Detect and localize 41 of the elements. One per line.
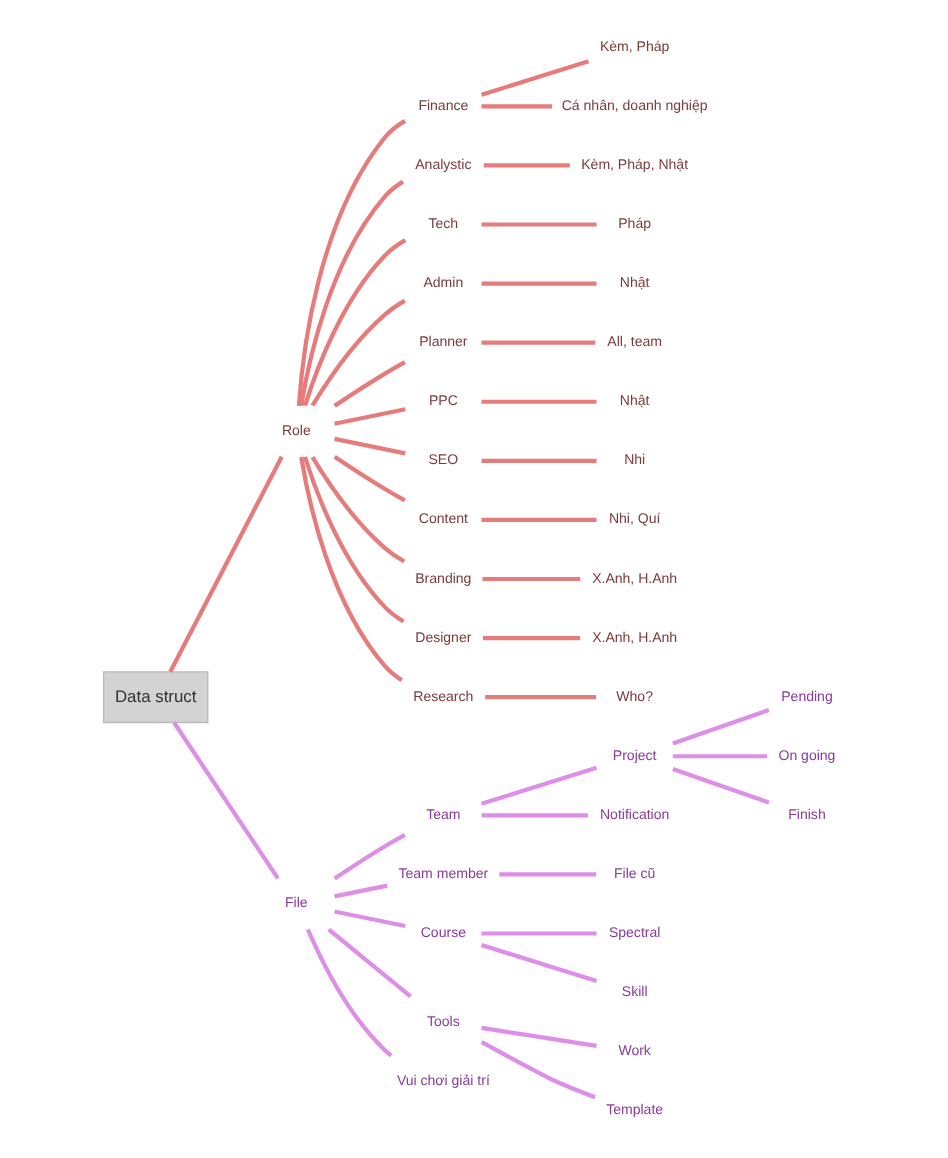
connector xyxy=(167,455,283,673)
node-box: Data struct xyxy=(101,671,208,724)
connector xyxy=(298,456,402,682)
connector xyxy=(171,721,279,880)
connector xyxy=(480,399,596,404)
connector xyxy=(498,872,596,877)
connector xyxy=(480,281,596,286)
connector xyxy=(302,238,406,407)
connector xyxy=(480,222,596,227)
connector xyxy=(481,576,580,582)
connector xyxy=(333,883,387,899)
connector xyxy=(671,767,769,805)
connector xyxy=(671,754,767,759)
connector xyxy=(479,943,597,984)
connector xyxy=(332,360,405,408)
connector xyxy=(326,927,411,999)
connector xyxy=(480,104,552,109)
connector xyxy=(479,59,589,97)
connector xyxy=(480,931,596,936)
connector xyxy=(481,635,580,641)
connector xyxy=(480,813,587,818)
connector xyxy=(484,695,596,700)
connector xyxy=(479,1040,595,1100)
connector xyxy=(298,179,404,407)
connector xyxy=(304,928,392,1058)
connector xyxy=(479,765,597,806)
connector xyxy=(302,456,404,624)
connector xyxy=(333,909,405,929)
connector xyxy=(332,454,405,503)
connector xyxy=(309,298,405,407)
connector xyxy=(480,517,596,523)
connector xyxy=(295,119,406,407)
connector xyxy=(480,458,596,463)
connector xyxy=(333,436,405,456)
connector xyxy=(671,707,769,746)
connector xyxy=(480,340,595,345)
connector xyxy=(333,407,405,426)
connector xyxy=(332,833,405,881)
connector xyxy=(482,163,569,168)
connector xyxy=(309,455,405,564)
connector xyxy=(480,1025,596,1048)
